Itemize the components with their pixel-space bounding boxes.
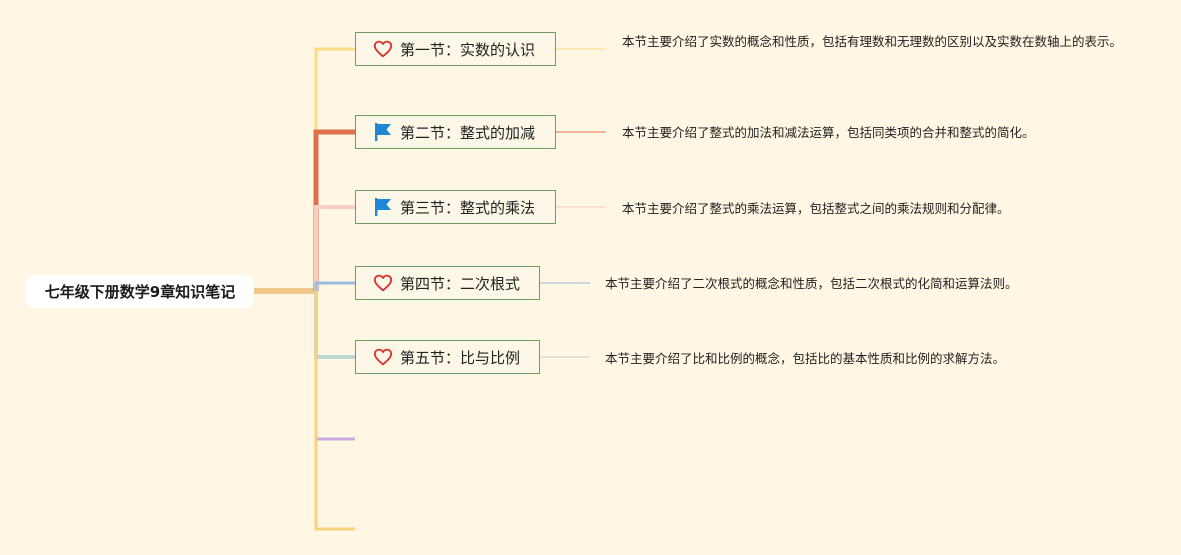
branch-line-6 (314, 291, 355, 441)
flag-icon (372, 121, 394, 143)
heart-icon (372, 346, 394, 368)
topic-node-2[interactable]: 第二节：整式的加减 (355, 115, 556, 149)
heart-icon (372, 38, 394, 60)
topic-node-3[interactable]: 第三节：整式的乘法 (355, 190, 556, 224)
branch-line-4 (314, 281, 355, 291)
topic-node-4[interactable]: 第四节：二次根式 (355, 266, 540, 300)
topic-label-4: 第四节：二次根式 (400, 274, 521, 293)
branch-line-1 (314, 47, 355, 291)
branch-line-5 (314, 291, 355, 359)
branch-line-3 (314, 205, 355, 291)
topic-label-1: 第一节：实数的认识 (400, 40, 536, 59)
topic-description-3: 本节主要介绍了整式的乘法运算，包括整式之间的乘法规则和分配律。 (622, 201, 1010, 216)
topic-node-5[interactable]: 第五节：比与比例 (355, 340, 540, 374)
root-topic[interactable]: 七年级下册数学9章知识笔记 (26, 275, 254, 308)
heart-icon (372, 272, 394, 294)
topic-description-5: 本节主要介绍了比和比例的概念，包括比的基本性质和比例的求解方法。 (605, 351, 1006, 366)
topic-label-2: 第二节：整式的加减 (400, 123, 536, 142)
topic-description-2: 本节主要介绍了整式的加法和减法运算，包括同类项的合并和整式的简化。 (622, 125, 1035, 140)
root-topic-label: 七年级下册数学9章知识笔记 (44, 283, 236, 301)
topic-label-5: 第五节：比与比例 (400, 348, 521, 367)
topic-node-1[interactable]: 第一节：实数的认识 (355, 32, 556, 66)
flag-icon (372, 196, 394, 218)
topic-description-4: 本节主要介绍了二次根式的概念和性质，包括二次根式的化简和运算法则。 (605, 276, 1018, 291)
topic-label-3: 第三节：整式的乘法 (400, 198, 536, 217)
topic-description-1: 本节主要介绍了实数的概念和性质，包括有理数和无理数的区别以及实数在数轴上的表示。 (622, 34, 1123, 49)
branch-line-2 (313, 129, 355, 291)
branch-line-7 (314, 291, 355, 531)
